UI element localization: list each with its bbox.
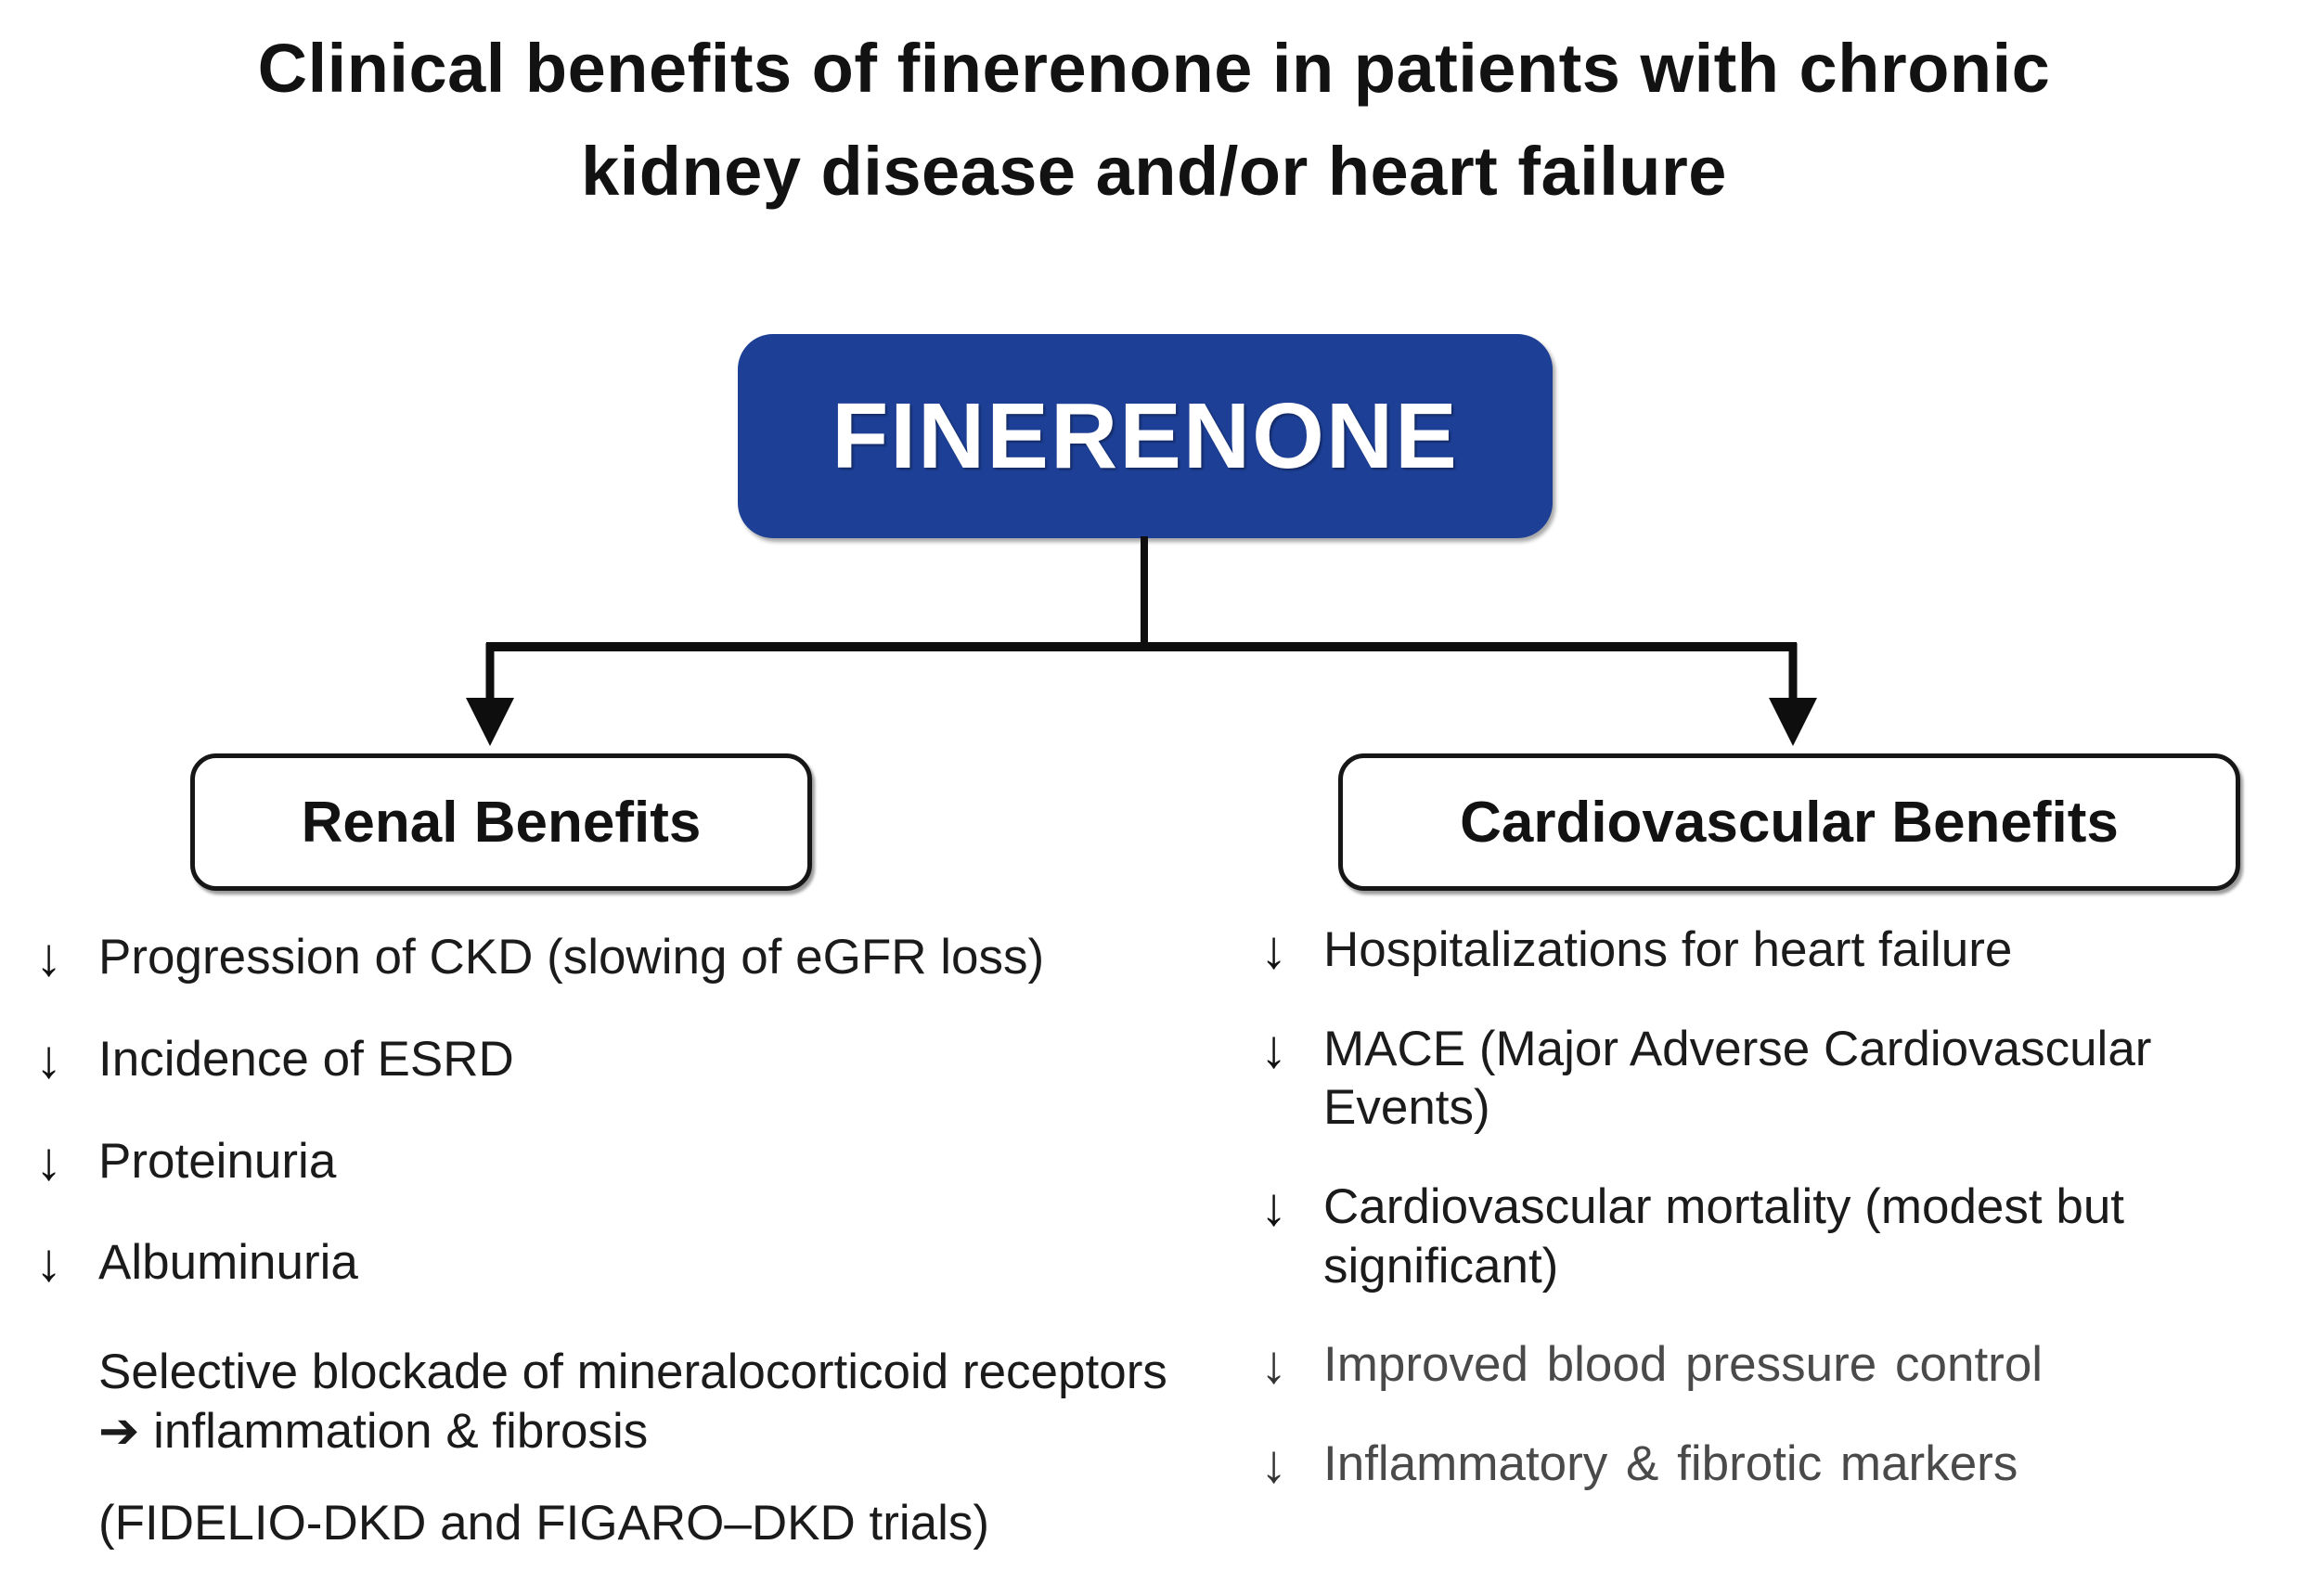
list-item: ↓ MACE (Major Adverse Cardiovascular Eve… (1260, 1018, 2300, 1138)
renal-benefits-list: ↓ Progression of CKD (slowing of eGFR lo… (35, 928, 1177, 1596)
list-item: ↓ Albuminuria (35, 1233, 1177, 1293)
left-arrowhead-icon (466, 698, 514, 746)
list-item-text: Improved blood pressure control (1323, 1337, 2044, 1393)
list-item-text: Incidence of ESRD (98, 1031, 514, 1087)
page-title-line2: kidney disease and/or heart failure (581, 133, 1727, 210)
list-item: ↓ Inflammatory & fibrotic markers (1260, 1435, 2300, 1494)
list-item: ↓ Proteinuria (35, 1130, 1177, 1191)
list-item: ↓ Hospitalizations for heart failure (1260, 920, 2300, 980)
list-item-text: Progression of CKD (slowing of eGFR loss… (98, 930, 1045, 985)
list-item-text: MACE (Major Adverse Cardiovascular Event… (1323, 1021, 2152, 1136)
cardiovascular-benefits-label: Cardiovascular Benefits (1460, 790, 2119, 855)
finerenone-label: FINERENONE (832, 383, 1459, 488)
cardiovascular-benefits-list: ↓ Hospitalizations for heart failure ↓ M… (1260, 920, 2300, 1534)
page-title-line1: Clinical benefits of finerenone in patie… (257, 30, 2051, 107)
down-arrow-icon: ↓ (1260, 1334, 1287, 1396)
list-item: (FIDELIO-DKD and FIGARO–DKD trials) (35, 1494, 1177, 1553)
list-item: Selective blockade of mineralocorticoid … (35, 1343, 1177, 1461)
renal-benefits-label: Renal Benefits (301, 790, 702, 855)
list-item: ↓ Progression of CKD (slowing of eGFR lo… (35, 928, 1177, 987)
list-item: ↓ Improved blood pressure control (1260, 1335, 2300, 1395)
list-item-text: Selective blockade of mineralocorticoid … (98, 1345, 1167, 1459)
list-item-text: Cardiovascular mortality (modest but sig… (1323, 1178, 2125, 1294)
finerenone-node: FINERENONE (738, 334, 1553, 538)
list-item: ↓ Cardiovascular mortality (modest but s… (1260, 1178, 2300, 1295)
down-arrow-icon: ↓ (35, 1028, 62, 1089)
down-arrow-icon: ↓ (1260, 1018, 1287, 1079)
right-arrowhead-icon (1769, 698, 1817, 746)
down-arrow-icon: ↓ (1260, 920, 1287, 980)
down-arrow-icon: ↓ (35, 927, 62, 987)
list-item: ↓ Incidence of ESRD (35, 1028, 1177, 1089)
list-item-text: Proteinuria (98, 1133, 337, 1189)
list-item-text: Inflammatory & fibrotic markers (1323, 1435, 2018, 1491)
renal-benefits-node: Renal Benefits (190, 753, 812, 891)
cardiovascular-benefits-node: Cardiovascular Benefits (1338, 753, 2240, 891)
down-arrow-icon: ↓ (35, 1232, 62, 1294)
list-item-text: Hospitalizations for heart failure (1323, 922, 2013, 977)
down-arrow-icon: ↓ (35, 1130, 62, 1191)
down-arrow-icon: ↓ (1260, 1176, 1287, 1237)
page-title: Clinical benefits of finerenone in patie… (0, 17, 2308, 223)
list-item-text: Albuminuria (98, 1235, 358, 1291)
list-item-text: (FIDELIO-DKD and FIGARO–DKD trials) (98, 1496, 990, 1551)
down-arrow-icon: ↓ (1260, 1433, 1287, 1494)
